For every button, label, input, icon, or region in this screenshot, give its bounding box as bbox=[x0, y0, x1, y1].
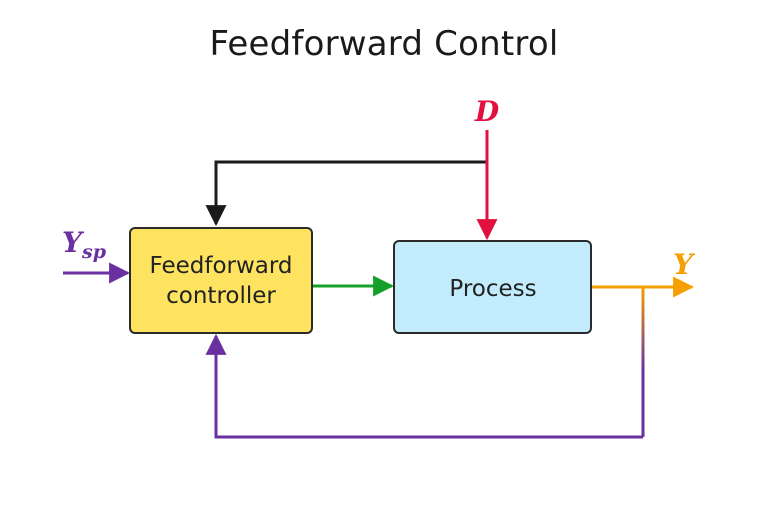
disturbance-feedforward-path bbox=[205, 160, 487, 227]
feedback-path-return bbox=[205, 333, 643, 439]
process-block bbox=[393, 240, 592, 334]
diagram-title: Feedforward Control bbox=[209, 24, 559, 64]
process-label: Process bbox=[449, 276, 536, 302]
output-label: Y bbox=[673, 248, 696, 281]
setpoint-symbol: Y bbox=[62, 226, 85, 259]
setpoint-label: Ysp bbox=[62, 226, 107, 263]
controller-label-line2: controller bbox=[166, 283, 276, 309]
disturbance-label: D bbox=[474, 95, 500, 128]
controller-label-line1: Feedforward bbox=[149, 253, 292, 279]
feedforward-controller-block bbox=[129, 227, 313, 334]
setpoint-subscript: sp bbox=[81, 241, 107, 263]
